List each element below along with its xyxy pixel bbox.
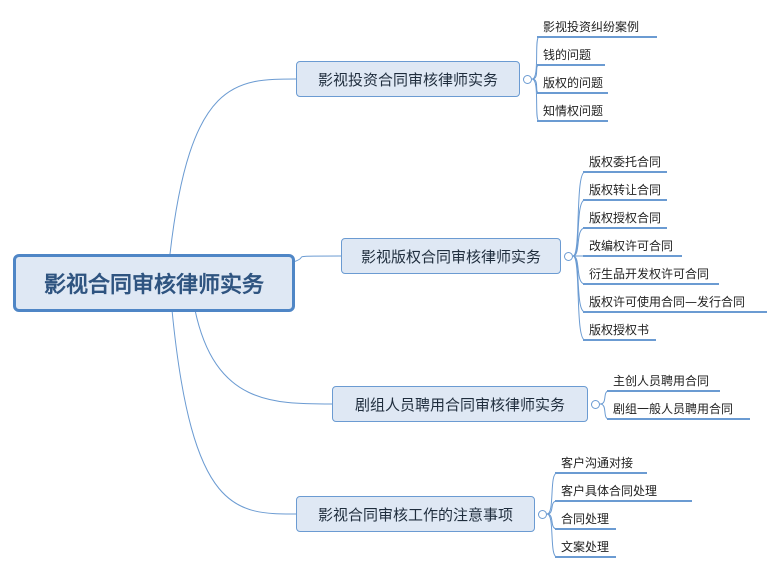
root-connector	[169, 78, 297, 255]
branch-node[interactable]: 影视版权合同审核律师实务	[341, 238, 561, 274]
leaf-node[interactable]: 版权转让合同	[589, 183, 662, 197]
collapse-toggle[interactable]	[591, 400, 600, 409]
branch-node[interactable]: 剧组人员聘用合同审核律师实务	[332, 386, 588, 422]
leaf-node[interactable]: 版权许可使用合同—发行合同	[589, 295, 746, 309]
leaf-node[interactable]: 文案处理	[561, 540, 610, 554]
collapse-toggle[interactable]	[523, 75, 532, 84]
root-connector	[194, 309, 333, 405]
leaf-node[interactable]: 主创人员聘用合同	[613, 374, 710, 388]
root-connector	[292, 255, 342, 263]
root-node[interactable]: 影视合同审核律师实务	[13, 254, 295, 312]
leaf-node[interactable]: 知情权问题	[543, 104, 604, 118]
branch-node[interactable]: 影视投资合同审核律师实务	[296, 61, 520, 97]
collapse-toggle[interactable]	[564, 252, 573, 261]
leaf-node[interactable]: 版权授权书	[589, 323, 650, 337]
leaf-node[interactable]: 版权的问题	[543, 76, 604, 90]
leaf-node[interactable]: 版权授权合同	[589, 211, 662, 225]
leaf-node[interactable]: 改编权许可合同	[589, 239, 674, 253]
leaf-node[interactable]: 影视投资纠纷案例	[543, 20, 640, 34]
leaf-node[interactable]: 剧组一般人员聘用合同	[613, 402, 734, 416]
leaf-node[interactable]: 客户具体合同处理	[561, 484, 658, 498]
branch-node[interactable]: 影视合同审核工作的注意事项	[296, 496, 535, 532]
leaf-node[interactable]: 合同处理	[561, 512, 610, 526]
leaf-node[interactable]: 钱的问题	[543, 48, 592, 62]
root-connector	[171, 309, 297, 515]
leaf-node[interactable]: 客户沟通对接	[561, 456, 634, 470]
collapse-toggle[interactable]	[538, 510, 547, 519]
leaf-node[interactable]: 衍生品开发权许可合同	[589, 267, 710, 281]
leaf-node[interactable]: 版权委托合同	[589, 155, 662, 169]
